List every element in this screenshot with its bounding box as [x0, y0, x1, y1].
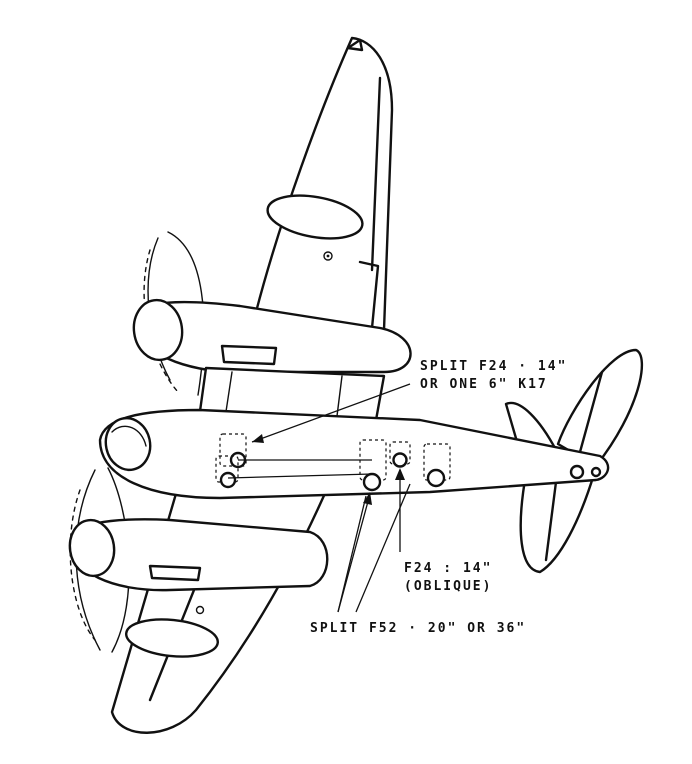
lower-wing [110, 478, 332, 734]
upper-wing-roundel-dot [326, 254, 330, 258]
upper-wing [254, 36, 394, 332]
upper-wing-flap [358, 260, 380, 330]
upper-engine-intake [132, 298, 184, 362]
upper-wing-aileron [370, 76, 382, 272]
label-f24-oblique: F24 : 14" [404, 561, 492, 576]
label-oblique: (OBLIQUE) [404, 579, 492, 594]
label-split-f52: SPLIT F52 · 20" OR 36" [310, 621, 526, 636]
leader-f52-c [355, 483, 411, 613]
upper-wing-roundel [323, 251, 333, 261]
fuselage-nose-glazing [104, 416, 152, 472]
lower-wing-roundel [195, 605, 205, 615]
camera-port-aft-split [423, 443, 451, 488]
label-split-f24: SPLIT F24 · 14" [420, 359, 567, 374]
tail-fin-lower [519, 472, 596, 574]
lower-wing-fairing [125, 618, 219, 658]
tail-light [569, 464, 585, 480]
leader-f52-b [337, 495, 367, 613]
leader-oblique-arrow [395, 468, 405, 480]
label-or-one-k17: OR ONE 6" K17 [420, 377, 548, 392]
camera-port-forward-lower [215, 455, 239, 489]
tail-light-2 [590, 466, 602, 478]
upper-engine-scoop [220, 344, 278, 366]
tail-fin-upper [556, 348, 644, 468]
fuselage-nose-frame [111, 425, 147, 447]
upper-wing-tip-marker [346, 38, 364, 52]
leader-split-f24-link-2 [227, 473, 373, 479]
camera-port-oblique [389, 441, 411, 468]
lower-engine-intake [68, 518, 116, 578]
leader-split-f24 [251, 383, 411, 443]
leader-split-f24-arrow [252, 434, 264, 443]
lower-engine-scoop [148, 564, 202, 582]
tail-fin-lower-rudder [544, 480, 558, 562]
tail-fin-rudder [578, 370, 604, 454]
upper-wing-fairing [266, 194, 364, 240]
